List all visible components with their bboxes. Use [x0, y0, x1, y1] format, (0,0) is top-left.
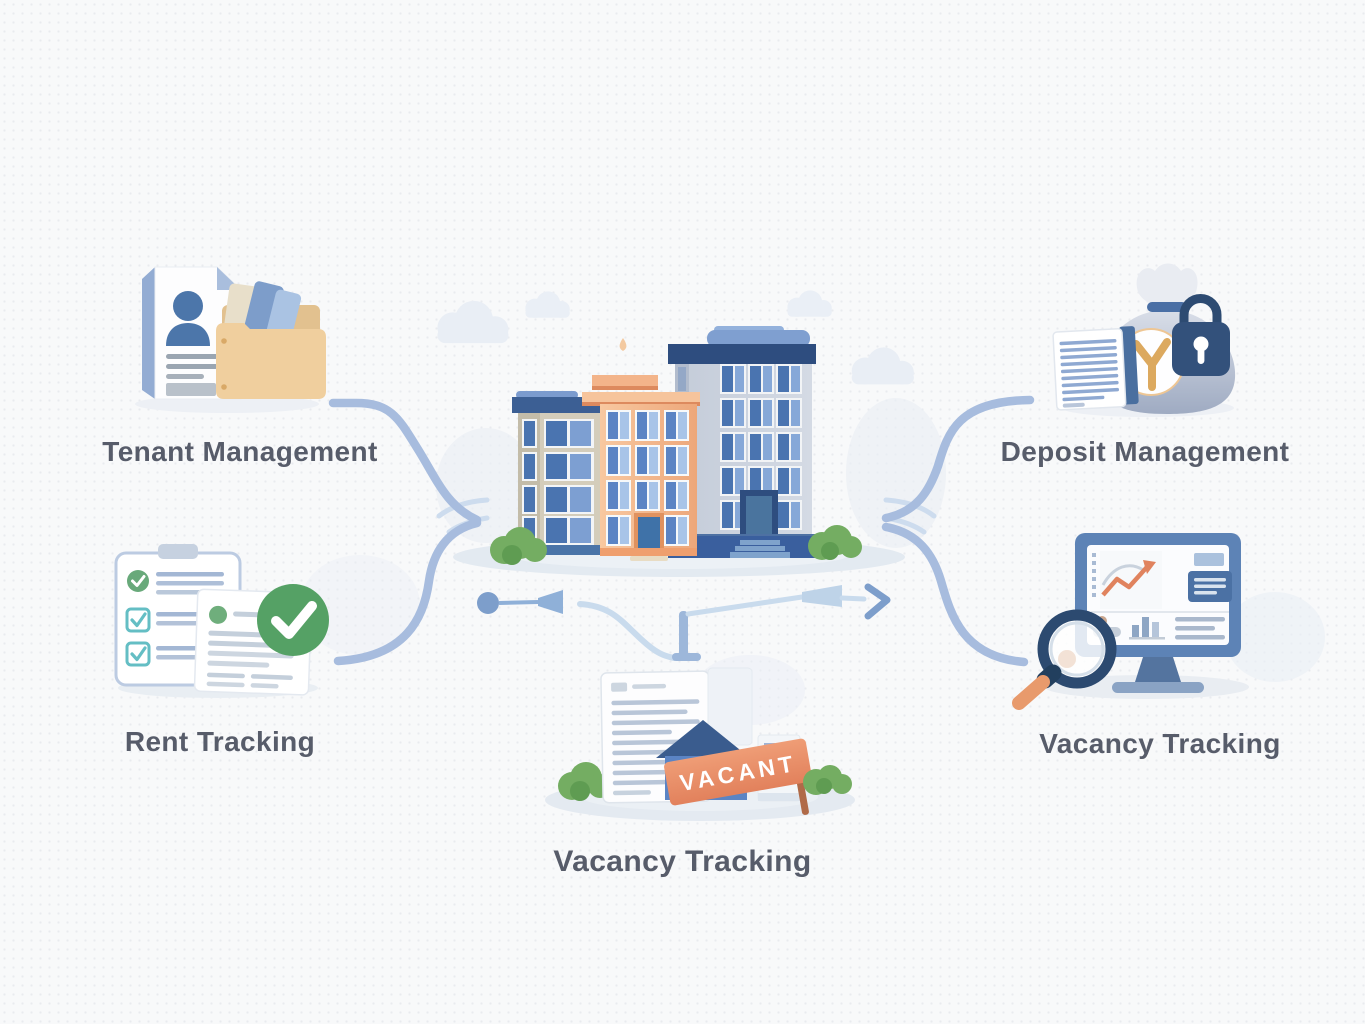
apartment-buildings-icon: [453, 326, 905, 577]
tan-building-windows: [522, 419, 594, 545]
feature-label: Deposit Management: [1000, 436, 1290, 467]
cloud-icon: [525, 291, 570, 318]
vacant-sign: VACANT: [664, 738, 812, 815]
feature-label: Rent Tracking: [124, 726, 316, 757]
monitor-chart-magnifier-icon: [1012, 533, 1249, 710]
feature-tenant-management: Tenant Management: [90, 255, 390, 475]
flow-end-chevron-icon: [864, 583, 891, 620]
feature-vacancy-tracking-chart: Vacancy Tracking: [985, 522, 1335, 762]
blue-building-steps: [730, 540, 790, 558]
bar-chart-icon: [1129, 617, 1165, 640]
bush-icon: [490, 527, 547, 565]
lock-shackle: [1179, 294, 1222, 329]
monitor-base: [1112, 682, 1204, 693]
checkbox-icon: [125, 607, 151, 633]
cloud-icon: [437, 300, 509, 344]
feature-label: Tenant Management: [102, 436, 378, 467]
bush-icon: [803, 765, 852, 795]
tenant-file-and-folder-icon: [135, 266, 326, 413]
deposit-document: [1052, 326, 1139, 411]
currency-symbol-icon: [1132, 338, 1171, 391]
blue-building: [668, 326, 816, 558]
house-roof: [656, 720, 750, 758]
magnifier-handle: [1012, 675, 1050, 710]
monitor-stand: [1135, 657, 1181, 682]
flow-start-dot: [477, 592, 499, 614]
blue-building-windows: [678, 364, 802, 530]
connector-tenant: [328, 398, 482, 525]
tan-building: [512, 391, 609, 555]
feature-deposit-management: Deposit Management: [995, 250, 1295, 470]
sign-post: [796, 775, 809, 815]
sign-board: [664, 738, 812, 806]
clipboard-clip: [158, 544, 198, 559]
connector-vacancy: [881, 522, 1029, 667]
bag-tie: [1147, 302, 1187, 312]
droplet: [619, 338, 627, 351]
feature-label: Vacancy Tracking: [553, 845, 812, 878]
feature-vacancy-tracking-house: VACANT Vacancy Tracking: [510, 655, 855, 885]
feature-rent-tracking: Rent Tracking: [70, 530, 370, 765]
money-bag-lock-icon: [1052, 263, 1236, 417]
orange-building-step: [630, 556, 668, 561]
checkbox-icon: [125, 641, 151, 667]
bag-knot: [1136, 263, 1198, 306]
green-check-circle-icon: [257, 584, 329, 656]
vacant-house-sign-icon: VACANT: [545, 667, 855, 821]
trend-line: [1101, 565, 1149, 597]
orange-building-door: [638, 517, 660, 556]
cloud-icon: [851, 347, 914, 385]
connector-rent: [333, 518, 482, 666]
check-circle-icon: [127, 570, 149, 592]
cloud-icon: [787, 290, 832, 317]
person-icon: [173, 291, 203, 321]
background-blob: [1225, 592, 1325, 682]
orange-building: [582, 338, 700, 561]
folder-icon: [216, 323, 326, 399]
magnifier-icon: [1037, 609, 1117, 689]
trend-arrow-icon: [1143, 560, 1156, 574]
background-blob: [846, 398, 946, 548]
orange-building-windows: [606, 410, 689, 546]
feature-label: Vacancy Tracking: [1039, 728, 1281, 759]
flow-arrow: [477, 583, 891, 661]
connector-deposit: [881, 395, 1035, 523]
bush-icon: [808, 525, 862, 560]
checklist-green-check-icon: [114, 544, 329, 698]
